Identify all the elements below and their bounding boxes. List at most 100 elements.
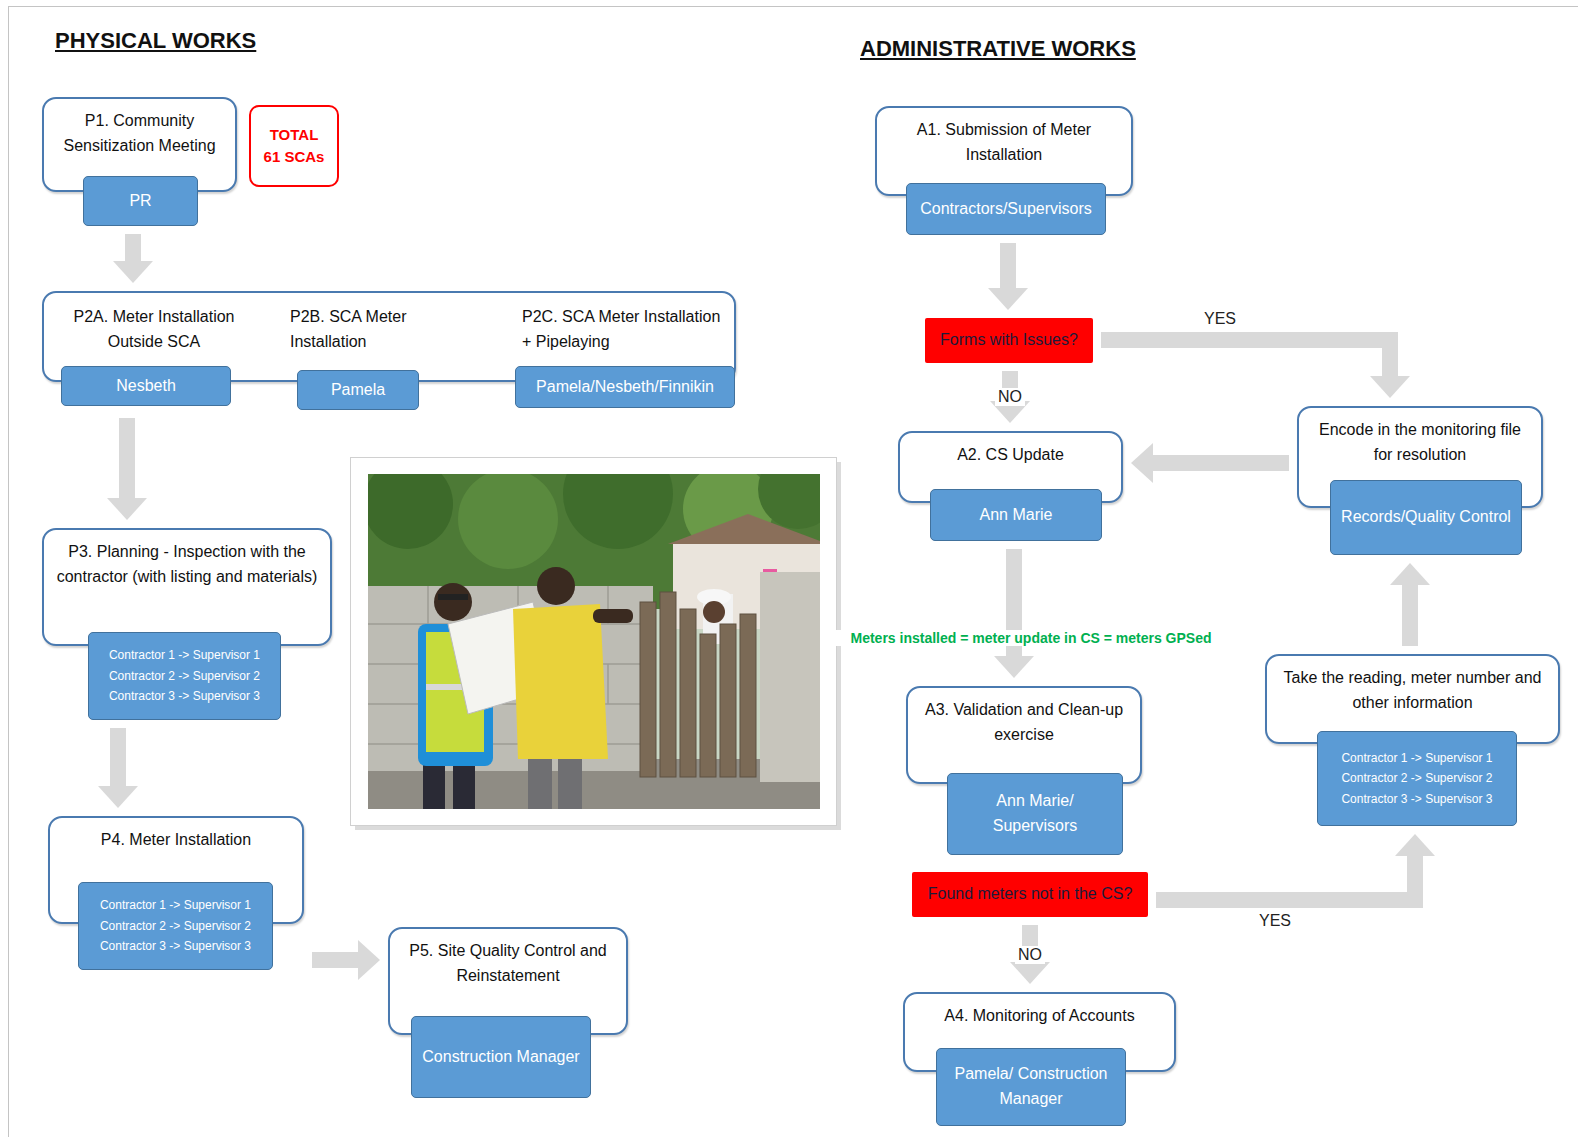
node-text: P1. Community Sensitization Meeting: [54, 109, 225, 159]
node-text: A2. CS Update: [910, 443, 1111, 468]
arrow-shaft: [1000, 243, 1016, 289]
flow-arrow: [990, 371, 1030, 423]
flow-arrow: [312, 940, 380, 980]
node-text: P5. Site Quality Control and Reinstateme…: [400, 939, 616, 989]
site-photo: [350, 457, 842, 831]
owner-tag: Contractor 1 -> Supervisor 1Contractor 2…: [78, 882, 273, 970]
process-box: P4. Meter InstallationContractor 1 -> Su…: [48, 816, 304, 924]
edge-label: YES: [1201, 310, 1239, 328]
arrow-head: [358, 940, 380, 980]
node-text: A4. Monitoring of Accounts: [915, 1004, 1164, 1029]
process-box: Take the reading, meter number and other…: [1265, 654, 1560, 744]
flow-arrow: [1390, 563, 1430, 646]
node-text: A1. Submission of Meter Installation: [887, 118, 1121, 168]
node-text: P2B. SCA Meter Installation: [290, 305, 450, 355]
owner-text: Contractor 1 -> Supervisor 1: [109, 645, 260, 665]
process-box: P5. Site Quality Control and Reinstateme…: [388, 927, 628, 1035]
flow-arrow: [98, 728, 138, 808]
owner-text: Pamela: [331, 378, 385, 403]
node-text: P2A. Meter Installation Outside SCA: [56, 305, 252, 355]
arrow-head: [107, 498, 147, 520]
owner-tag: Pamela: [297, 370, 419, 410]
node-text: A3. Validation and Clean-up exercise: [918, 698, 1130, 748]
node-text: P2C. SCA Meter Installation + Pipelaying: [522, 305, 727, 355]
arrow-shaft: [1156, 855, 1415, 900]
owner-tag: Pamela/Nesbeth/Finnikin: [515, 366, 735, 408]
arrow-head: [1131, 443, 1153, 483]
flow-arrow: [1131, 443, 1289, 483]
arrow-shaft: [119, 418, 135, 499]
process-box: A1. Submission of Meter InstallationCont…: [875, 106, 1133, 196]
owner-text: Ann Marie/ Supervisors: [956, 789, 1114, 839]
process-box: P3. Planning - Inspection with the contr…: [42, 528, 332, 646]
flow-arrow: [107, 418, 147, 520]
equation-note: Meters installed = meter update in CS = …: [821, 630, 1241, 646]
edge-label: YES: [1256, 912, 1294, 930]
owner-text: Contractor 3 -> Supervisor 3: [1341, 789, 1492, 809]
owner-text: Pamela/Nesbeth/Finnikin: [536, 375, 714, 400]
process-box: P2A. Meter Installation Outside SCA P2B. …: [42, 291, 736, 382]
owner-text: Contractors/Supervisors: [920, 197, 1092, 222]
flow-arrow: [1156, 834, 1435, 900]
decision-box: Forms with Issues?: [925, 318, 1093, 363]
process-box: Encode in the monitoring file for resolu…: [1297, 406, 1543, 508]
node-text: TOTAL 61 SCAs: [262, 124, 327, 168]
arrow-head: [994, 656, 1034, 678]
owner-tag: Pamela/ Construction Manager: [936, 1048, 1126, 1126]
owner-tag: PR: [83, 176, 198, 226]
owner-tag: Contractor 1 -> Supervisor 1Contractor 2…: [1317, 731, 1517, 826]
owner-text: Contractor 2 -> Supervisor 2: [100, 916, 251, 936]
section-heading: PHYSICAL WORKS: [55, 28, 256, 54]
arrow-head: [988, 288, 1028, 310]
arrow-head: [98, 786, 138, 808]
arrow-shaft: [125, 234, 141, 262]
process-box: A3. Validation and Clean-up exerciseAnn …: [906, 686, 1142, 784]
flow-arrow: [994, 549, 1034, 678]
node-text: Forms with Issues?: [940, 330, 1078, 351]
owner-tag: Nesbeth: [61, 366, 231, 406]
owner-text: Contractor 3 -> Supervisor 3: [100, 936, 251, 956]
arrow-shaft: [312, 952, 359, 968]
flow-arrow: [1010, 925, 1050, 984]
node-text: Encode in the monitoring file for resolu…: [1309, 418, 1531, 468]
process-box: A2. CS UpdateAnn Marie: [898, 431, 1123, 503]
arrow-shaft: [110, 728, 126, 787]
arrow-head: [113, 261, 153, 283]
owner-text: Contractor 2 -> Supervisor 2: [1341, 768, 1492, 788]
decision-box: Found meters not in the CS?: [912, 872, 1148, 917]
owner-tag: Ann Marie/ Supervisors: [947, 773, 1123, 855]
owner-text: Pamela/ Construction Manager: [945, 1062, 1117, 1112]
owner-text: Nesbeth: [116, 374, 176, 399]
edge-label: NO: [995, 388, 1025, 406]
edge-label: NO: [1015, 946, 1045, 964]
arrow-head: [1370, 376, 1410, 398]
owner-text: PR: [129, 189, 151, 214]
owner-text: Contractor 1 -> Supervisor 1: [100, 895, 251, 915]
node-text: Take the reading, meter number and other…: [1277, 666, 1548, 716]
flow-arrow: [988, 243, 1028, 310]
owner-text: Construction Manager: [422, 1045, 579, 1070]
owner-text: Ann Marie: [980, 503, 1053, 528]
owner-tag: Construction Manager: [411, 1016, 591, 1098]
arrow-head: [1395, 834, 1435, 856]
process-box: A4. Monitoring of AccountsPamela/ Constr…: [903, 992, 1176, 1072]
node-text: P3. Planning - Inspection with the contr…: [54, 540, 320, 590]
owner-text: Contractor 2 -> Supervisor 2: [109, 666, 260, 686]
owner-text: Records/Quality Control: [1341, 505, 1511, 530]
arrow-head: [1010, 962, 1050, 984]
node-text: P4. Meter Installation: [60, 828, 292, 853]
arrow-shaft: [1402, 584, 1418, 646]
arrow-shaft: [1152, 455, 1289, 471]
total-badge: TOTAL 61 SCAs: [249, 105, 339, 187]
flow-arrow: [1101, 340, 1410, 398]
owner-tag: Ann Marie: [930, 489, 1102, 541]
arrow-head: [1390, 563, 1430, 585]
owner-tag: Contractor 1 -> Supervisor 1Contractor 2…: [88, 632, 281, 720]
owner-tag: Contractors/Supervisors: [906, 183, 1106, 235]
flow-arrow: [113, 234, 153, 283]
owner-text: Contractor 3 -> Supervisor 3: [109, 686, 260, 706]
node-text: Found meters not in the CS?: [928, 884, 1133, 905]
owner-tag: Records/Quality Control: [1330, 480, 1522, 555]
owner-text: Contractor 1 -> Supervisor 1: [1341, 748, 1492, 768]
